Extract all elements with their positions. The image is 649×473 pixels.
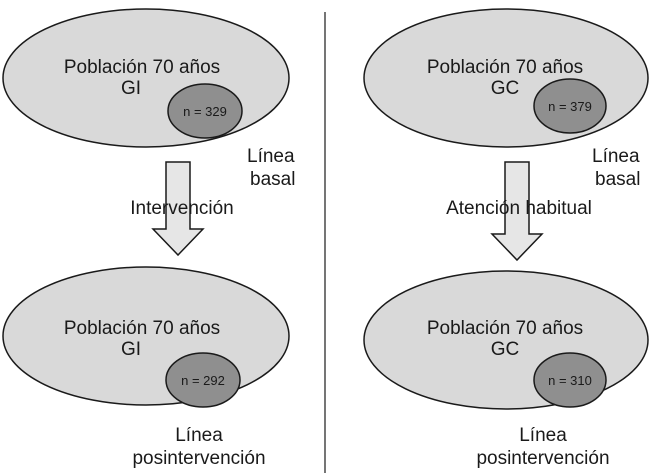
right-stage-label-bottom-1: Línea bbox=[519, 425, 567, 446]
right-bottom-sample-label: n = 310 bbox=[548, 373, 592, 388]
left-top-group-label: GI bbox=[121, 78, 141, 99]
right-bottom-group-label: GC bbox=[491, 339, 520, 360]
left-stage-label-top-1: Línea bbox=[247, 146, 295, 167]
left-top-population-ellipse bbox=[2, 8, 290, 148]
left-stage-label-bottom-1: Línea bbox=[175, 425, 223, 446]
left-bottom-population-label: Población 70 años bbox=[64, 318, 220, 339]
left-stage-label-bottom-2: posintervención bbox=[132, 448, 265, 469]
right-top-group-label: GC bbox=[491, 78, 520, 99]
right-top-population-label: Población 70 años bbox=[427, 57, 583, 78]
right-stage-label-top-1: Línea bbox=[592, 146, 640, 167]
left-stage-label-top-2: basal bbox=[250, 169, 295, 190]
left-column: Población 70 años GI n = 329 Línea basal… bbox=[2, 8, 295, 469]
right-top-sample-label: n = 379 bbox=[548, 99, 592, 114]
left-bottom-group-label: GI bbox=[121, 339, 141, 360]
left-arrow-label: Intervención bbox=[130, 198, 234, 219]
left-flow-arrow bbox=[151, 161, 205, 257]
right-flow-arrow bbox=[490, 161, 544, 262]
right-top-sample-ellipse bbox=[533, 78, 607, 134]
left-top-population-label: Población 70 años bbox=[64, 57, 220, 78]
right-bottom-sample-ellipse bbox=[533, 352, 607, 408]
right-stage-label-bottom-2: posintervención bbox=[476, 448, 609, 469]
right-stage-label-top-2: basal bbox=[595, 169, 640, 190]
right-bottom-population-label: Población 70 años bbox=[427, 318, 583, 339]
left-top-sample-label: n = 329 bbox=[183, 104, 227, 119]
right-arrow-label: Atención habitual bbox=[446, 198, 592, 219]
left-top-sample-ellipse bbox=[167, 83, 243, 139]
left-bottom-sample-label: n = 292 bbox=[181, 373, 225, 388]
left-bottom-sample-ellipse bbox=[165, 352, 241, 408]
right-column: Población 70 años GC n = 379 Línea basal… bbox=[363, 8, 649, 469]
